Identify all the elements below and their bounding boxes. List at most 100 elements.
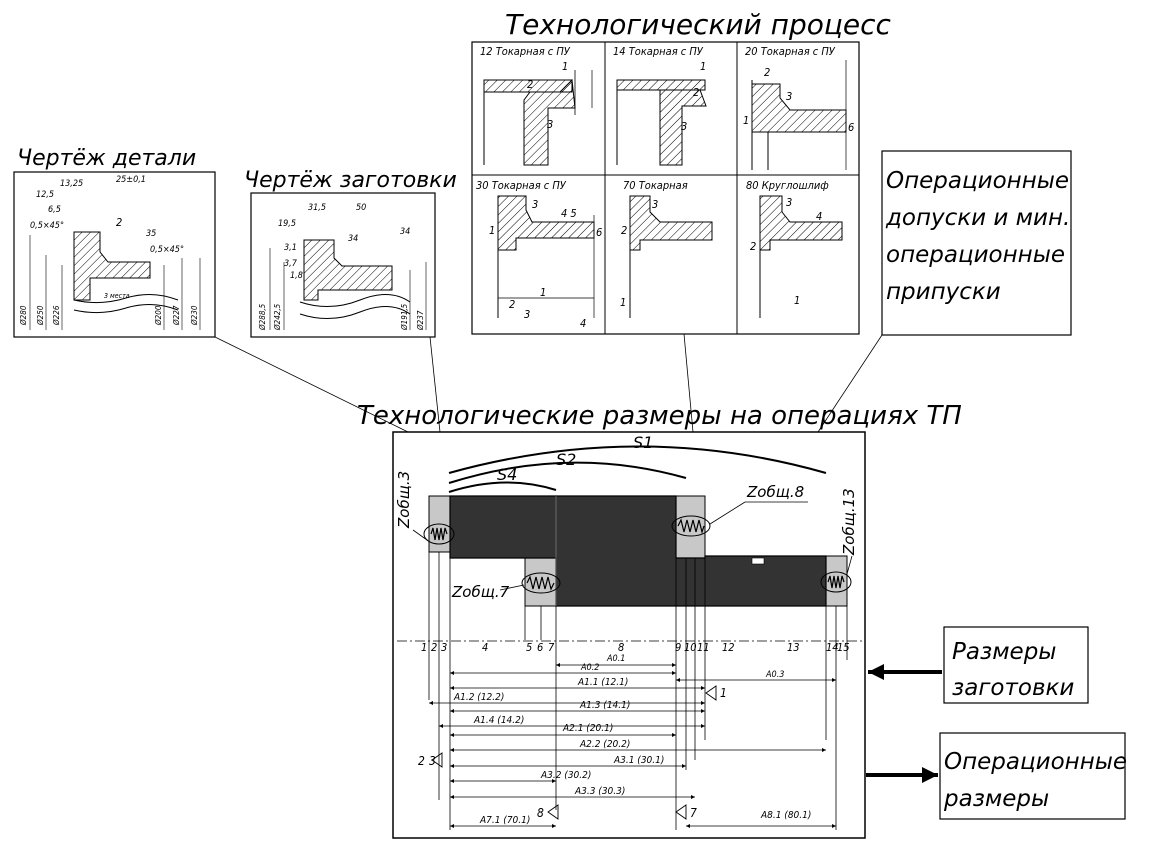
- svg-text:2: 2: [527, 78, 533, 91]
- svg-text:A0.3: A0.3: [765, 670, 784, 680]
- svg-text:3: 3: [524, 308, 530, 321]
- arc-s2-label: S2: [556, 450, 576, 469]
- blank-drawing: 31,5 50 19,5 34 34 3,1 3,7 1,8 Ø288,5 Ø2…: [250, 192, 436, 338]
- part-dim-12: Ø227: [171, 305, 181, 326]
- svg-text:3: 3: [681, 120, 687, 133]
- blank-dim-2: 19,5: [278, 219, 296, 229]
- op-30-sketch: 1 3 4 5 6 1 2 3 4: [489, 195, 602, 330]
- op-20-label: 20 Токарная с ПУ: [745, 45, 836, 58]
- svg-text:1: 1: [743, 114, 749, 127]
- svg-text:11: 11: [697, 641, 710, 654]
- part-dim-2: 12,5: [36, 190, 54, 200]
- svg-text:6: 6: [596, 226, 602, 239]
- arc-s1-label: S1: [633, 433, 653, 452]
- svg-text:A0.1: A0.1: [606, 654, 625, 664]
- arc-s2: [448, 461, 687, 484]
- svg-text:1: 1: [620, 296, 626, 309]
- svg-text:Размеры: Размеры: [952, 639, 1056, 665]
- svg-text:2: 2: [509, 298, 515, 311]
- svg-text:A3.3 (30.3): A3.3 (30.3): [574, 786, 625, 797]
- svg-text:2: 2: [431, 641, 437, 654]
- svg-text:допуски и мин.: допуски и мин.: [885, 205, 1070, 231]
- svg-text:14: 14: [826, 641, 839, 654]
- svg-text:3: 3: [547, 118, 553, 131]
- part-dim-14: 3 места: [104, 292, 130, 300]
- svg-text:5: 5: [526, 641, 532, 654]
- blank-dim-11: Ø237: [415, 310, 425, 331]
- blank-dim-8: Ø288,5: [257, 303, 267, 331]
- part-dim-3: 6,5: [48, 205, 61, 215]
- svg-text:9: 9: [675, 641, 681, 654]
- svg-text:A2.1 (20.1): A2.1 (20.1): [562, 723, 613, 734]
- connector-lines: [214, 333, 883, 433]
- op-12-sketch: 1 2 3: [483, 60, 593, 166]
- part-dim-5: 2: [116, 216, 122, 229]
- part-dim-1: 25±0,1: [116, 175, 146, 185]
- svg-text:A1.2 (12.2): A1.2 (12.2): [453, 692, 504, 703]
- blank-dim-1: 50: [356, 203, 366, 213]
- op-sizes-box: Операционные размеры: [939, 732, 1127, 820]
- blank-dim-0: 31,5: [308, 203, 326, 213]
- blank-dim-6: 3,7: [284, 259, 298, 269]
- svg-text:A1.1 (12.1): A1.1 (12.1): [577, 677, 628, 688]
- svg-text:Операционные: Операционные: [886, 168, 1069, 194]
- svg-text:2: 2: [621, 224, 627, 237]
- svg-text:3: 3: [786, 90, 792, 103]
- arc-s4: [448, 481, 557, 493]
- process-title: Технологический процесс: [505, 8, 892, 41]
- svg-text:4 5: 4 5: [561, 207, 577, 220]
- dim-labels: A0.1 A0.2 A0.3 A1.1 (12.1) A1.2 (12.2) A…: [453, 654, 811, 826]
- blank-dim-4: 34: [400, 227, 410, 237]
- op-70-sketch: 2 3 1: [620, 195, 713, 318]
- svg-text:1: 1: [562, 60, 568, 73]
- part-dim-6: 35: [146, 229, 156, 239]
- op-70-label: 70 Токарная: [623, 179, 688, 192]
- svg-text:заготовки: заготовки: [952, 675, 1074, 701]
- svg-text:A0.2: A0.2: [580, 663, 599, 673]
- svg-text:15: 15: [837, 641, 850, 654]
- svg-text:4: 4: [816, 210, 822, 223]
- part-drawing-title: Чертёж детали: [17, 146, 196, 171]
- op-20-sketch: 2 3 1 6: [743, 60, 854, 170]
- blank-sizes-box: Размеры заготовки: [943, 626, 1089, 704]
- blank-dim-3: 34: [348, 234, 358, 244]
- svg-text:3: 3: [441, 641, 447, 654]
- part-drawing: 13,25 25±0,1 12,5 6,5 0,5×45° 2 35 0,5×4…: [13, 171, 216, 338]
- part-dim-8: Ø280: [18, 305, 28, 326]
- op-14-label: 14 Токарная с ПУ: [613, 45, 704, 58]
- part-body: [449, 495, 827, 607]
- arc-s1: [448, 445, 827, 474]
- blank-dim-5: 3,1: [284, 243, 297, 253]
- part-dim-13: Ø230: [189, 305, 199, 326]
- svg-text:2: 2: [418, 754, 425, 768]
- svg-text:6: 6: [848, 121, 854, 134]
- allowance-7: Zобщ.7: [451, 583, 510, 601]
- blank-dim-7: 1,8: [290, 271, 303, 281]
- svg-text:4: 4: [580, 317, 586, 330]
- svg-text:1: 1: [700, 60, 706, 73]
- svg-text:1: 1: [794, 294, 800, 307]
- process-grid: 12 Токарная с ПУ 14 Токарная с ПУ 20 Ток…: [471, 41, 860, 335]
- svg-text:12: 12: [722, 641, 735, 654]
- blank-dim-10: Ø191,5: [399, 303, 409, 331]
- allowance-3: Zобщ.3: [395, 471, 413, 529]
- op-80-sketch: 3 4 2 1: [750, 195, 843, 318]
- svg-text:1: 1: [540, 286, 546, 299]
- svg-text:2: 2: [750, 240, 756, 253]
- svg-text:6: 6: [537, 641, 543, 654]
- surface-numbers: 1 2 3 4 5 6 7 8 9 10 11 12 13 14 15: [421, 641, 850, 654]
- op-tolerances-box: Операционные допуски и мин. операционные…: [881, 150, 1072, 336]
- svg-text:3: 3: [786, 196, 792, 209]
- svg-text:8: 8: [537, 806, 544, 820]
- arc-s4-label: S4: [497, 465, 517, 484]
- part-dim-0: 13,25: [60, 179, 83, 189]
- op-14-sketch: 1 2 3: [616, 60, 707, 166]
- svg-text:1: 1: [720, 686, 727, 700]
- svg-text:операционные: операционные: [886, 242, 1065, 268]
- op-12-label: 12 Токарная с ПУ: [480, 45, 571, 58]
- svg-text:A8.1 (80.1): A8.1 (80.1): [760, 810, 811, 821]
- op-80-label: 80 Круглошлиф: [746, 179, 829, 192]
- part-dim-7: 0,5×45°: [150, 245, 184, 255]
- svg-text:10: 10: [684, 641, 697, 654]
- svg-text:4: 4: [482, 641, 488, 654]
